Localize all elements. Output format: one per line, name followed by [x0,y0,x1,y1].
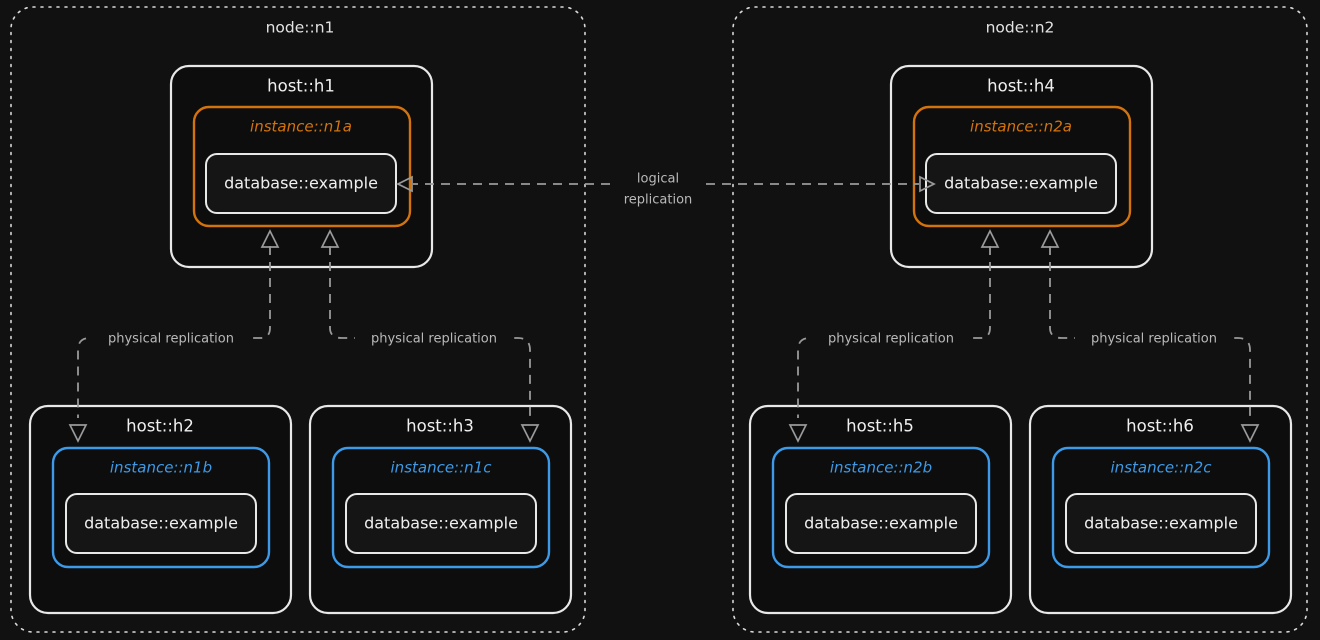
node-n2-label: node::n2 [986,19,1055,37]
edge-logical-arrowhead-right [919,175,936,193]
database-n1c-border [345,493,537,554]
edge-physical-h6-h4[interactable]: physical replication [1040,229,1260,443]
host-group-h6[interactable]: host::h6 instance::n2c database::example [1028,404,1293,615]
edge-physical-h6-h4-arrowhead-down [1240,424,1260,443]
database-n2a-label: database::example [944,174,1098,193]
node-n2-border [732,6,1308,633]
edge-physical-h5-h4-arrowhead-up [980,229,1000,248]
instance-n2a-label: instance::n2a [970,118,1072,136]
database-n2b-border [785,493,977,554]
host-h6-label: host::h6 [1126,417,1194,436]
instance-n2b-label: instance::n2b [830,459,932,477]
database-n1c-label: database::example [364,514,518,533]
edge-physical-h5-h4-arrowhead-down [788,424,808,443]
edge-physical-h3-h1-arrowhead-down [520,424,540,443]
edge-physical-h6-h4-label-bg [1075,327,1233,349]
node-group-n2[interactable]: node::n2 [732,6,1308,633]
host-h2-label: host::h2 [126,417,194,436]
database-n2c-label: database::example [1084,514,1238,533]
database-n1b-border [65,493,257,554]
edge-physical-h3-h1-arrowhead-up [320,229,340,248]
edge-physical-h2-h1-label-bg [92,327,250,349]
edge-physical-h3-h1-path [329,246,531,418]
node-n1-label: node::n1 [266,19,335,37]
edge-physical-h2-h1-arrowhead-down [68,424,88,443]
edge-physical-h3-h1-label: physical replication [371,332,497,347]
database-n2c-border [1065,493,1257,554]
node-group-n1[interactable]: node::n1 [10,6,586,633]
edge-logical-label-line2: replication [624,193,693,208]
instance-n1b-label: instance::n1b [110,459,212,477]
edge-physical-h2-h1[interactable]: physical replication [68,229,280,443]
host-group-h3[interactable]: host::h3 instance::n1c database::example [308,404,573,615]
database-n2a-border [925,153,1117,214]
node-n1-border [10,6,586,633]
database-n1a-label: database::example [224,174,378,193]
host-group-h1[interactable]: host::h1 instance::n1a database::example [169,64,434,269]
edge-physical-h2-h1-label: physical replication [108,332,234,347]
edge-logical-replication[interactable]: logical replication [396,172,936,208]
database-n1a-border [205,153,397,214]
edge-logical-label-line1: logical [637,172,679,187]
edge-physical-h2-h1-arrowhead-up [260,229,280,248]
host-h5-label: host::h5 [846,417,914,436]
edge-physical-h6-h4-label: physical replication [1091,332,1217,347]
edge-physical-h3-h1-label-bg [355,327,513,349]
edge-physical-h6-h4-path [1049,246,1251,418]
host-group-h4[interactable]: host::h4 instance::n2a database::example [889,64,1154,269]
database-n1b-label: database::example [84,514,238,533]
host-h4-label: host::h4 [987,77,1055,96]
edge-physical-h5-h4[interactable]: physical replication [788,229,1000,443]
instance-n1c-label: instance::n1c [391,459,493,477]
edge-physical-h5-h4-label: physical replication [828,332,954,347]
host-h1-label: host::h1 [267,77,335,96]
edge-logical-arrowhead-left [396,175,413,193]
host-group-h2[interactable]: host::h2 instance::n1b database::example [28,404,293,615]
host-group-h5[interactable]: host::h5 instance::n2b database::example [748,404,1013,615]
database-n2b-label: database::example [804,514,958,533]
instance-n1a-label: instance::n1a [250,118,352,136]
edge-physical-h3-h1[interactable]: physical replication [320,229,540,443]
instance-n2c-label: instance::n2c [1111,459,1213,477]
host-h3-label: host::h3 [406,417,474,436]
edge-physical-h6-h4-arrowhead-up [1040,229,1060,248]
edge-physical-h5-h4-label-bg [812,327,970,349]
